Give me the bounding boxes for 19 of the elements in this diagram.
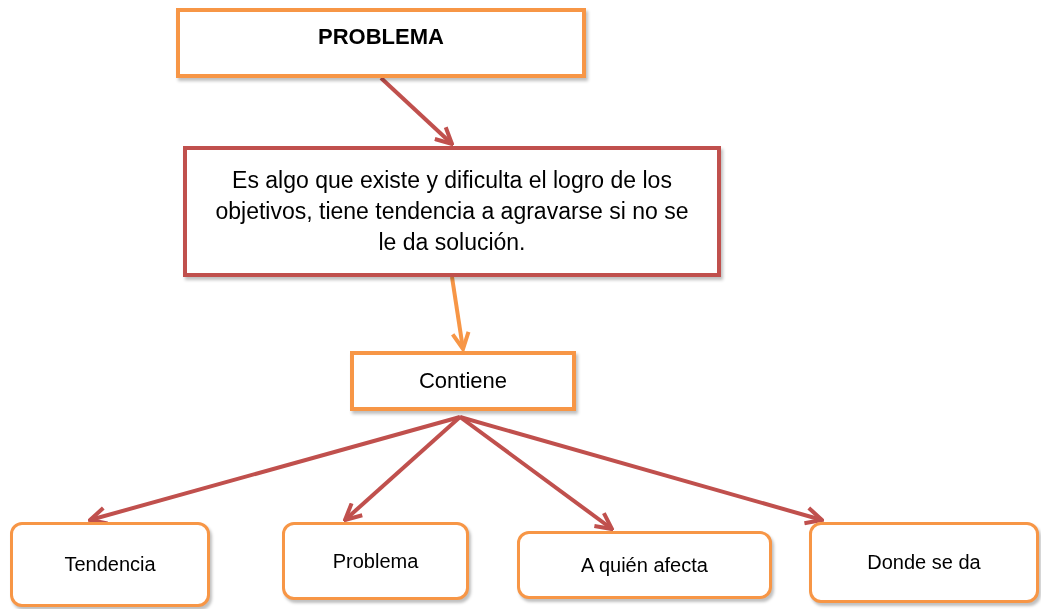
- arrow: [459, 415, 824, 526]
- node-label: Problema: [332, 548, 419, 574]
- category-box: [10, 522, 210, 607]
- node-label: Donde se da: [867, 550, 981, 575]
- arrow: [450, 276, 471, 351]
- title-box: [176, 8, 586, 78]
- node-label: Contiene: [418, 367, 508, 396]
- arrow: [458, 415, 614, 531]
- definition-box: [183, 146, 721, 277]
- concept-box: [350, 351, 576, 411]
- node-label: Tendencia: [64, 552, 156, 577]
- arrow: [343, 415, 462, 522]
- category-box: [809, 522, 1039, 603]
- node-label: Es algo que existe y dificulta el logro de los objetivos, tiene tendencia a agravarse si no se le da solución.: [214, 165, 690, 257]
- category-box: [517, 531, 772, 599]
- node-label: A quién afecta: [581, 552, 708, 578]
- category-box: [282, 522, 469, 600]
- node-label: PROBLEMA: [318, 23, 444, 51]
- arrow: [379, 76, 454, 146]
